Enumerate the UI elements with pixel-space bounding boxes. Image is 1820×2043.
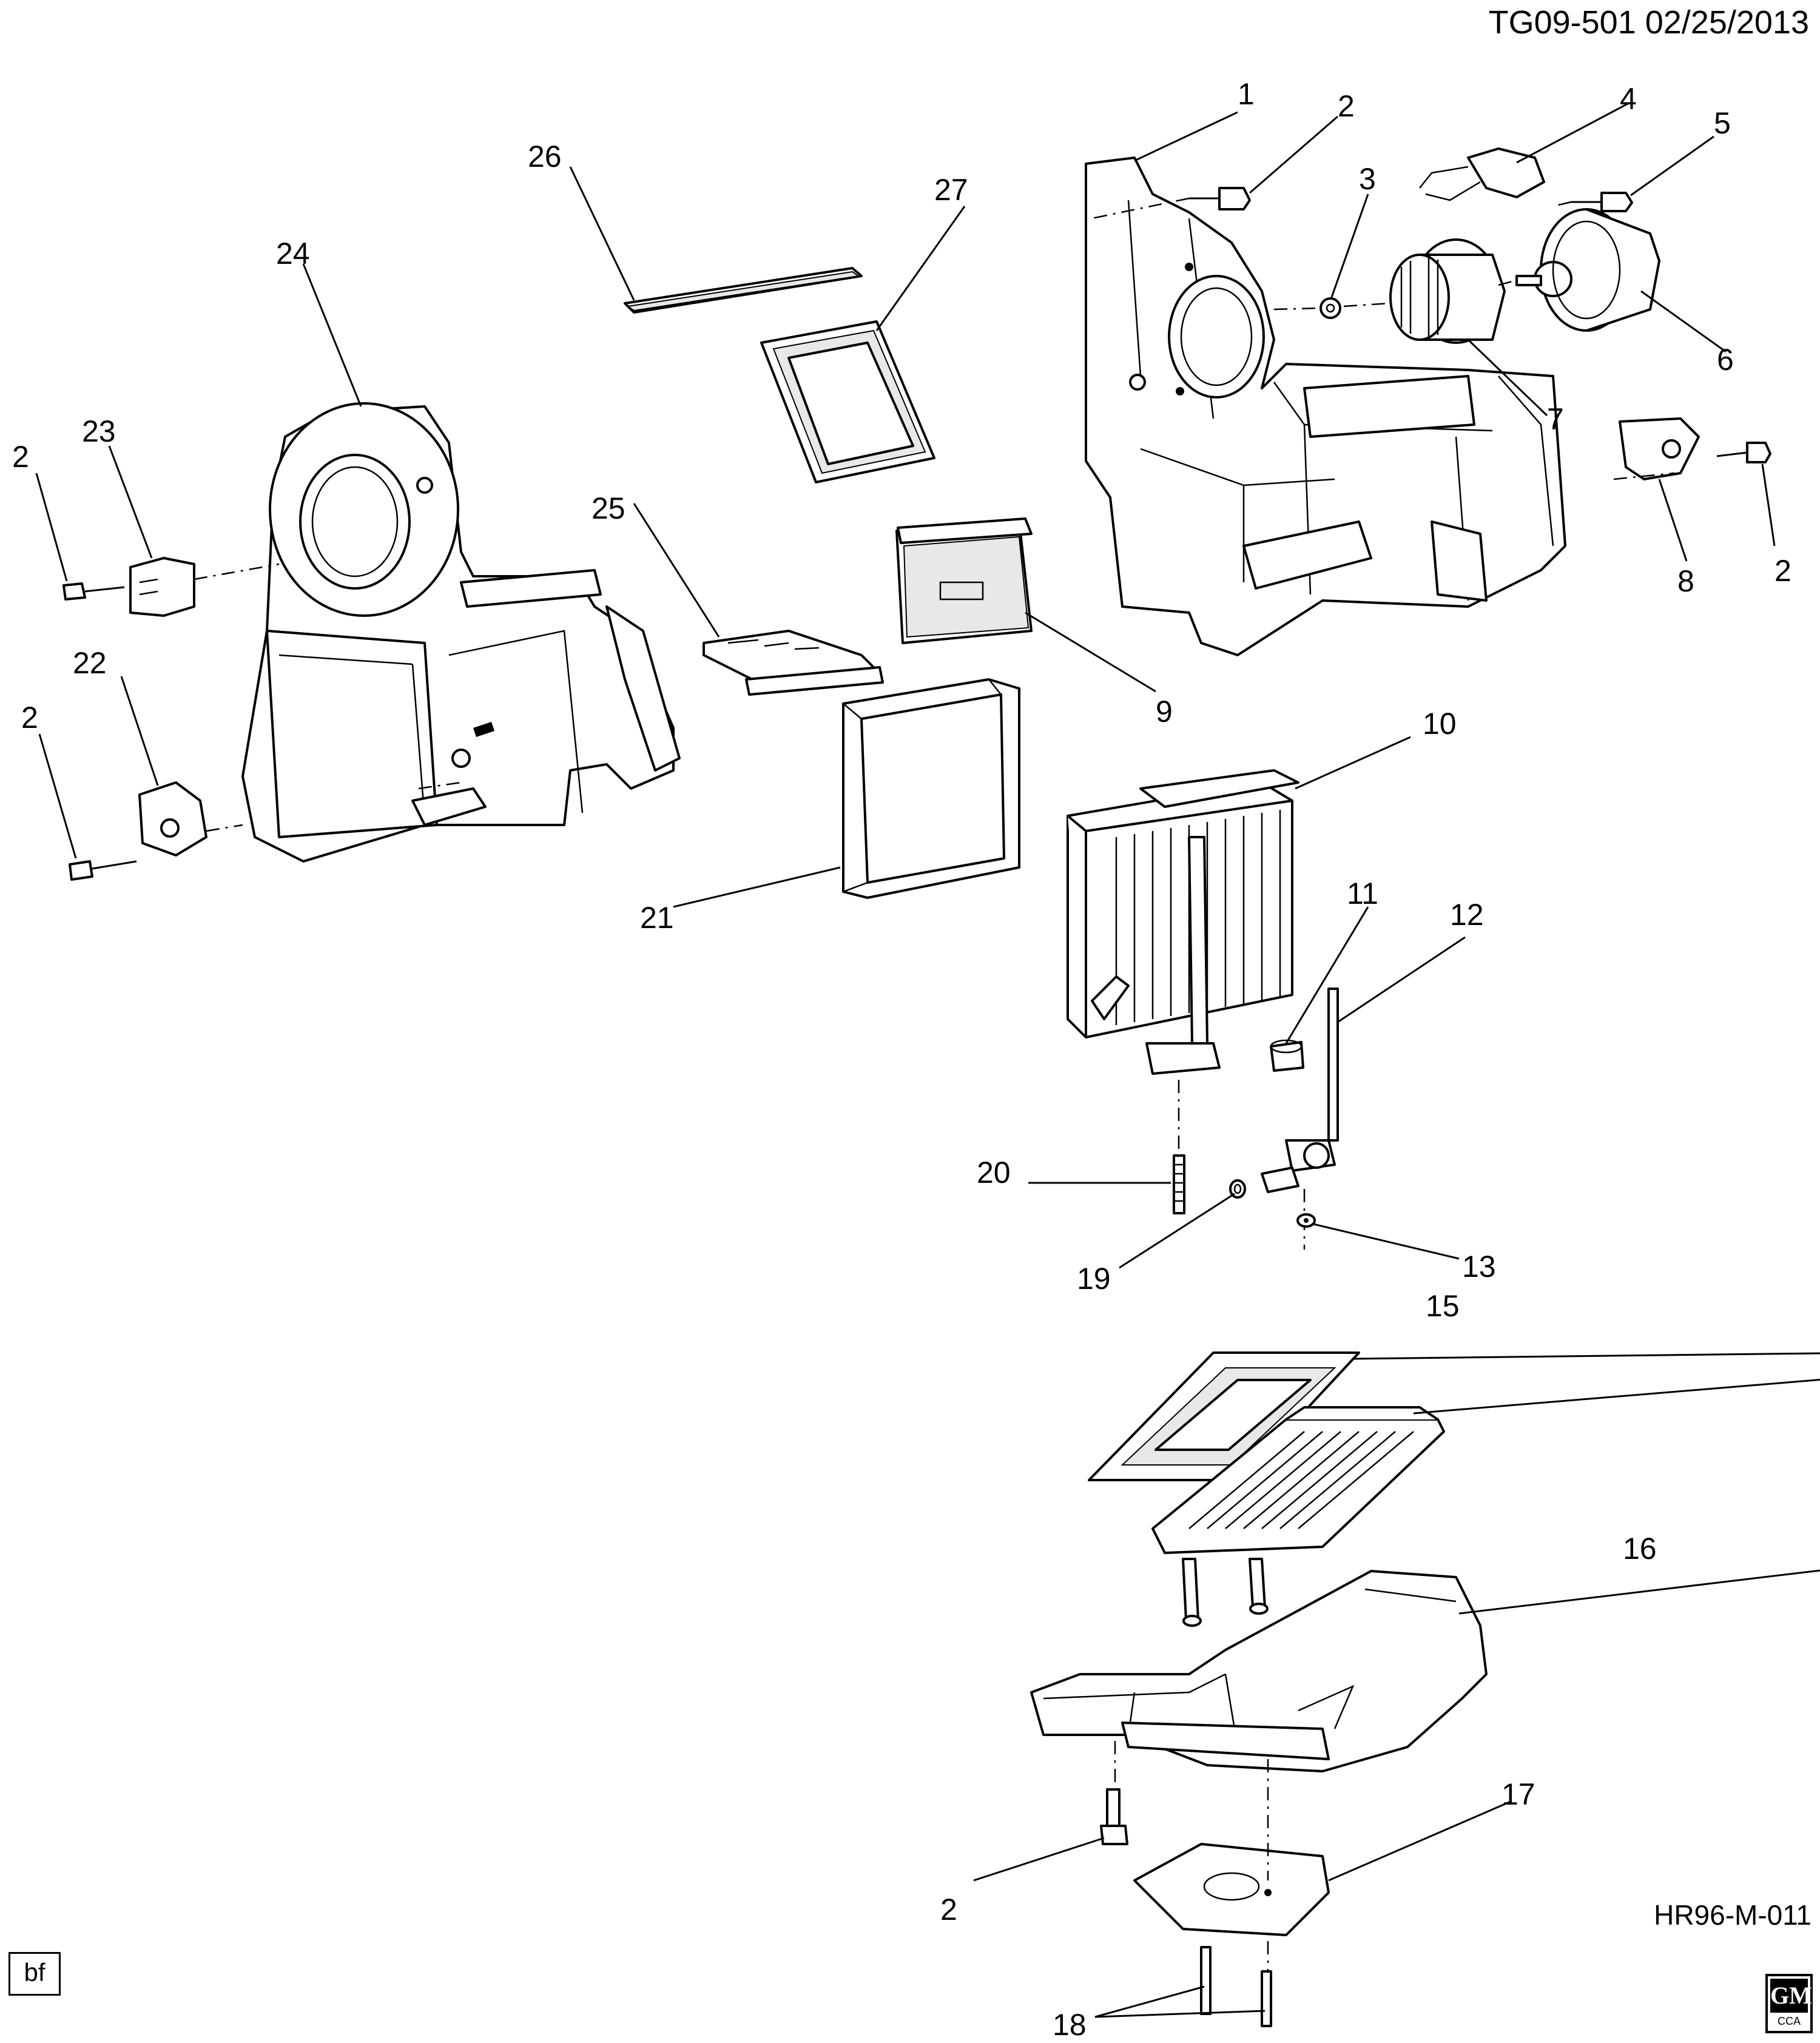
callout-23: 23 <box>82 414 116 448</box>
callout-21: 21 <box>640 901 674 935</box>
callout-6: 6 <box>1717 343 1734 377</box>
callout-1: 1 <box>1238 77 1255 111</box>
part-2-screw-bottom <box>1100 1741 1128 1845</box>
callout-25: 25 <box>592 491 625 525</box>
part-26-seal <box>624 267 863 314</box>
callout-24: 24 <box>276 237 310 271</box>
part-16-lower-case <box>1030 1570 1488 1772</box>
part-24-case-housing <box>241 402 681 863</box>
part-7-blower-wheel <box>1343 238 1517 344</box>
part-9-filter <box>895 517 1033 644</box>
part-2-screw-top <box>1091 187 1251 220</box>
part-18-studs <box>1200 1946 1272 2027</box>
part-15-gasket <box>1088 1351 1360 1481</box>
part-5-screw <box>1552 192 1633 212</box>
part-23-actuator <box>129 557 280 617</box>
callout-16: 16 <box>1623 1532 1657 1566</box>
callout-18: 18 <box>1053 2008 1087 2042</box>
callout-2: 2 <box>12 440 29 474</box>
callout-19: 19 <box>1077 1262 1111 1296</box>
callout-9: 9 <box>1156 695 1173 729</box>
part-6-blower-motor <box>1515 208 1660 332</box>
callout-17: 17 <box>1502 1777 1535 1811</box>
callout-8: 8 <box>1677 564 1694 598</box>
callout-2: 2 <box>940 1893 957 1927</box>
callout-27: 27 <box>934 173 968 207</box>
callout-11: 11 <box>1347 877 1378 910</box>
callout-15: 15 <box>1426 1289 1460 1323</box>
callout-7: 7 <box>1547 402 1564 436</box>
callout-12: 12 <box>1450 898 1484 932</box>
part-2-screw-left-upper <box>62 582 125 601</box>
callout-13: 13 <box>1462 1250 1496 1284</box>
callout-4: 4 <box>1620 82 1637 116</box>
part-22-actuator <box>138 781 462 857</box>
callout-3: 3 <box>1359 162 1376 196</box>
part-3-nut <box>1273 297 1341 319</box>
part-11-clip <box>1270 1039 1304 1072</box>
part-2-screw-left-lower <box>69 860 137 881</box>
part-8-resistor <box>1613 417 1700 480</box>
gm-logo: GM CCA <box>1765 1974 1813 2033</box>
callout-5: 5 <box>1714 106 1731 140</box>
part-2-screw-right <box>1716 442 1771 463</box>
part-27-gasket <box>760 320 935 483</box>
gm-logo-sub: CCA <box>1777 2015 1801 2027</box>
callout-2: 2 <box>21 701 38 735</box>
part-10-evaporator-core <box>1067 769 1299 1075</box>
drawing-code: HR96-M-011 <box>1654 1899 1812 1931</box>
callout-labels: 1 2 3 4 5 2 6 7 8 2 9 10 11 12 13 14 15 … <box>12 77 1791 2042</box>
part-1-case-housing <box>1085 157 1566 656</box>
callout-2: 2 <box>1774 554 1791 588</box>
document-id: TG09-501 02/25/2013 <box>1488 4 1809 41</box>
part-25-door <box>703 630 884 696</box>
gm-logo-mark: GM <box>1770 1979 1812 2013</box>
callout-22: 22 <box>73 646 107 680</box>
part-4-connector <box>1419 147 1545 201</box>
bf-badge: bf <box>8 1952 61 1996</box>
part-13-washer <box>1296 1213 1316 1228</box>
leader-lines <box>35 102 1820 2018</box>
part-17-plate <box>1133 1759 1330 1977</box>
part-12-expansion-valve <box>1261 988 1339 1250</box>
part-21-frame <box>842 678 1020 899</box>
part-14-heater-core <box>1151 1406 1445 1627</box>
callout-10: 10 <box>1423 707 1457 741</box>
callout-20: 20 <box>977 1156 1011 1190</box>
callout-2: 2 <box>1338 89 1355 123</box>
callout-26: 26 <box>528 140 562 173</box>
part-20-stud <box>1173 1080 1185 1214</box>
